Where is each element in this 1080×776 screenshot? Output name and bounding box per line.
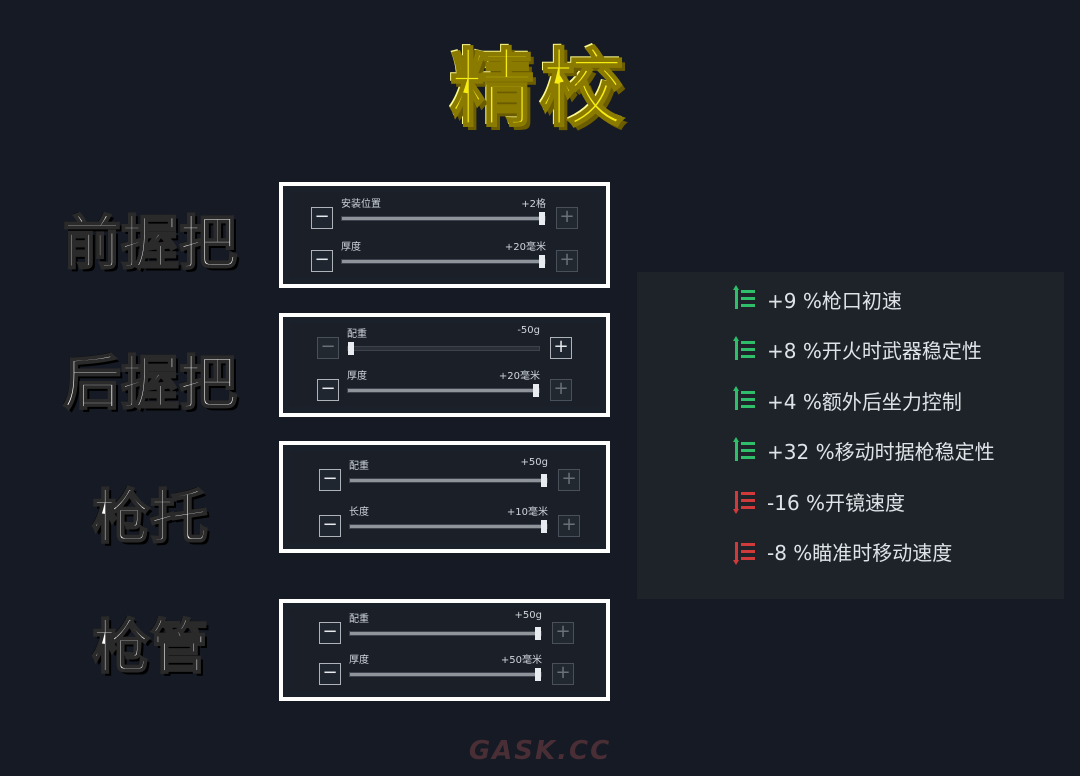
slider-track[interactable] [341,212,546,225]
stat-increase-icon [733,386,755,411]
stat-row: -8 %瞄准时移动速度 [733,537,952,567]
slider-row: −安装位置 +2格 + [289,192,600,235]
section-label-stock: 枪托 [91,482,209,552]
stat-row: -16 %开镜速度 [733,486,905,516]
stat-row: +32 %移动时据枪稳定性 [733,436,995,466]
slider-track[interactable] [349,474,548,487]
panel-inner: −配重+50g+−长度+10毫米+ [289,451,600,543]
stat-row: +8 %开火时武器稳定性 [733,335,982,365]
slider-fill [350,525,547,528]
stat-text: -16 %开镜速度 [767,490,906,515]
slider-value: +50g [514,610,542,621]
tuning-panel-barrel: −配重+50g+−厚度+50毫米+ [279,599,610,701]
decrease-button[interactable]: − [319,663,341,685]
slider-handle[interactable] [539,255,545,268]
slider-value: +10毫米 [506,507,548,518]
slider-fill [342,260,545,263]
stat-text: +8 %开火时武器稳定性 [767,339,982,363]
decrease-button[interactable]: − [311,207,333,229]
slider-row: −厚度 +20毫米 + [289,365,600,407]
slider-fill [342,217,545,220]
decrease-button[interactable]: − [317,337,339,359]
increase-button[interactable]: + [550,379,572,401]
stat-decrease-icon [733,490,755,514]
slider-label: 配重 [349,614,369,625]
decrease-button[interactable]: − [319,515,341,537]
increase-button[interactable]: + [558,515,580,537]
slider-value: +50毫米 [500,655,542,666]
slider-handle[interactable] [535,627,541,640]
slider-label: 安装位置 [341,199,381,210]
slider-handle[interactable] [348,342,354,355]
slider-value: +2格 [521,199,546,210]
decrease-button[interactable]: − [311,250,333,272]
slider-handle[interactable] [541,520,547,533]
stat-decrease-icon [733,541,755,565]
slider-value: +50g [520,457,548,468]
section-label-barrel: 枪管 [91,612,209,682]
stat-text: +4 %额外后坐力控制 [767,389,962,414]
stat-increase-icon [733,285,755,310]
tuning-panel-stock: −配重+50g+−长度+10毫米+ [279,441,610,553]
stat-increase-icon [733,436,755,462]
slider-label: 厚度 [349,655,369,666]
decrease-button[interactable]: − [319,469,341,491]
stat-increase-icon [733,335,755,361]
stat-row: +9 %枪口初速 [733,284,902,314]
slider-value: +20毫米 [498,371,540,382]
increase-button[interactable]: + [556,207,578,229]
slider-label: 配重 [347,329,367,340]
stat-text: +32 %移动时据枪稳定性 [767,440,995,464]
slider-track[interactable] [347,342,540,355]
slider-row: −配重 +50g + [289,609,600,650]
increase-button[interactable]: + [550,337,572,359]
panel-inner: −安装位置+2格+−厚度+20毫米+ [289,192,600,278]
slider-row: −长度 +10毫米 + [289,497,600,543]
slider-label: 厚度 [347,371,367,382]
slider-row: −配重 +50g + [289,451,600,497]
slider-track[interactable] [349,668,542,681]
slider-track[interactable] [341,255,546,268]
increase-button[interactable]: + [558,469,580,491]
increase-button[interactable]: + [556,250,578,272]
stat-row: +4 %额外后坐力控制 [733,385,962,415]
slider-label: 配重 [349,461,369,472]
decrease-button[interactable]: − [319,622,341,644]
slider-value: -50g [517,325,540,336]
slider-label: 厚度 [341,242,361,253]
section-label-front-grip: 前握把 [62,208,238,278]
slider-handle[interactable] [533,384,539,397]
slider-handle[interactable] [535,668,541,681]
slider-fill [350,479,547,482]
slider-fill [350,632,541,635]
panel-inner: −配重-50g+−厚度+20毫米+ [289,323,600,407]
stat-text: -8 %瞄准时移动速度 [767,541,953,565]
tuning-panel-front-grip: −安装位置+2格+−厚度+20毫米+ [279,182,610,288]
stat-changes-panel: +9 %枪口初速 +8 %开火时武器稳定性 +4 %额外后坐力控制 +32 %移动时据… [637,272,1064,599]
slider-row: −厚度 +20毫米 + [289,235,600,278]
panel-inner: −配重+50g+−厚度+50毫米+ [289,609,600,691]
slider-track[interactable] [349,520,548,533]
decrease-button[interactable]: − [317,379,339,401]
increase-button[interactable]: + [552,663,574,685]
page-title: 精校 [449,39,630,139]
slider-fill [350,673,541,676]
tuning-panel-rear-grip: −配重-50g+−厚度+20毫米+ [279,313,610,417]
stat-text: +9 %枪口初速 [767,288,902,313]
slider-track[interactable] [347,384,540,397]
slider-handle[interactable] [539,212,545,225]
section-label-rear-grip: 后握把 [62,348,238,418]
increase-button[interactable]: + [552,622,574,644]
slider-track[interactable] [349,627,542,640]
watermark: GASK.CC [468,736,612,766]
slider-handle[interactable] [541,474,547,487]
slider-label: 长度 [349,507,369,518]
slider-value: +20毫米 [504,242,546,253]
slider-fill [348,389,539,392]
slider-row: −配重 -50g + [289,323,600,365]
slider-row: −厚度 +50毫米 + [289,650,600,691]
